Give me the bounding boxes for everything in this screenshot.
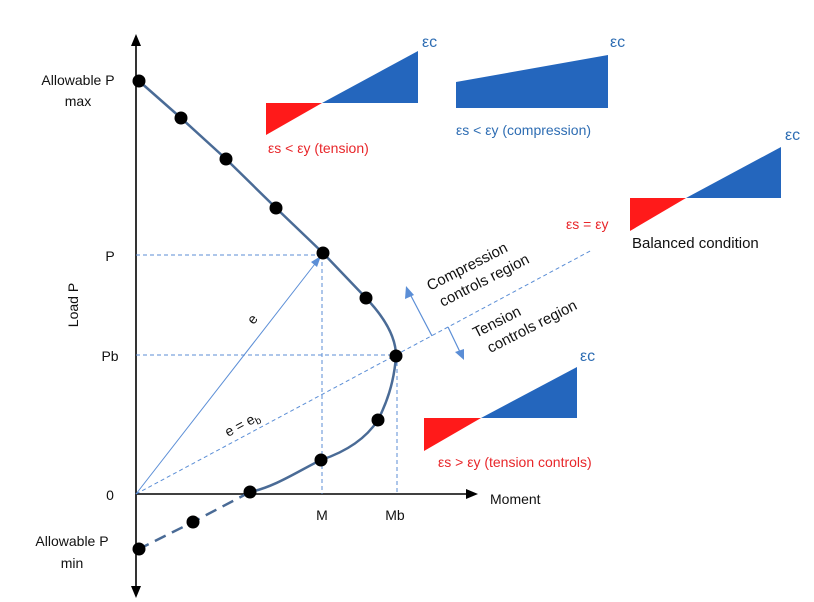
curve-point: [269, 201, 283, 215]
y-axis-arrow-up-icon: [131, 34, 141, 46]
strain-diagram-balanced: εc εs = εy Balanced condition: [566, 127, 800, 252]
curve-points: [132, 74, 403, 556]
curve-point: [389, 349, 403, 363]
tension-wedge: [266, 103, 322, 135]
allowable-pmax-label-1: Allowable P: [41, 72, 114, 88]
tick-m-label: M: [316, 507, 328, 523]
balanced-line: [135, 249, 593, 495]
curve-point: [316, 246, 330, 260]
eps-c-label: εc: [580, 348, 595, 365]
allowable-pmax-label-2: max: [65, 93, 91, 109]
strain-diagram-top-left: εc εs < εy (tension): [266, 34, 437, 156]
x-axis-arrow-icon: [466, 489, 478, 499]
balanced-eq-label: εs = εy: [566, 216, 608, 232]
compression-wedge: [481, 367, 577, 418]
tension-region-label: Tension controls region: [470, 297, 580, 357]
compression-trapezoid: [456, 55, 608, 108]
curve-point: [243, 485, 257, 499]
curve-point: [132, 542, 146, 556]
tick-pb-label: Pb: [101, 348, 118, 364]
strain-diagram-bottom: εc εs > εy (tension controls): [424, 348, 595, 470]
top-right-caption: εs < εy (compression): [456, 122, 591, 138]
tension-wedge: [630, 198, 686, 231]
curve-point: [359, 291, 373, 305]
balanced-caption: Balanced condition: [632, 235, 759, 252]
e-label: e: [243, 311, 261, 327]
curve-point: [132, 74, 146, 88]
eccentricity-arrow: [135, 256, 321, 495]
curve-point: [186, 515, 200, 529]
eps-c-label: εc: [610, 34, 625, 51]
region-arrows: [405, 286, 464, 360]
compression-wedge: [686, 147, 781, 198]
tick-mb-label: Mb: [385, 507, 405, 523]
x-axis-title: Moment: [490, 491, 541, 507]
compression-region-label: Compression controls region: [424, 239, 532, 310]
y-axis-title: Load P: [65, 283, 81, 327]
compression-wedge: [322, 51, 418, 103]
curve-point: [314, 453, 328, 467]
strain-diagram-top-right: εc εs < εy (compression): [456, 34, 625, 138]
tick-p-label: P: [105, 248, 114, 264]
origin-label: 0: [106, 487, 114, 503]
allowable-pmin-label-2: min: [61, 555, 84, 571]
tension-arrow-icon: [455, 349, 464, 360]
tension-wedge: [424, 418, 481, 451]
axes: [131, 34, 478, 598]
eps-c-label: εc: [785, 127, 800, 144]
top-left-caption: εs < εy (tension): [268, 140, 369, 156]
curve-point: [174, 111, 188, 125]
curve-point: [219, 152, 233, 166]
e-arrow-head-icon: [311, 256, 321, 267]
curve-point: [371, 413, 385, 427]
y-axis-arrow-down-icon: [131, 586, 141, 598]
compression-arrow-icon: [405, 286, 414, 299]
bottom-caption: εs > εy (tension controls): [438, 454, 592, 470]
curve-solid: [138, 80, 398, 494]
eps-c-label: εc: [422, 34, 437, 51]
allowable-pmin-label-1: Allowable P: [35, 533, 108, 549]
